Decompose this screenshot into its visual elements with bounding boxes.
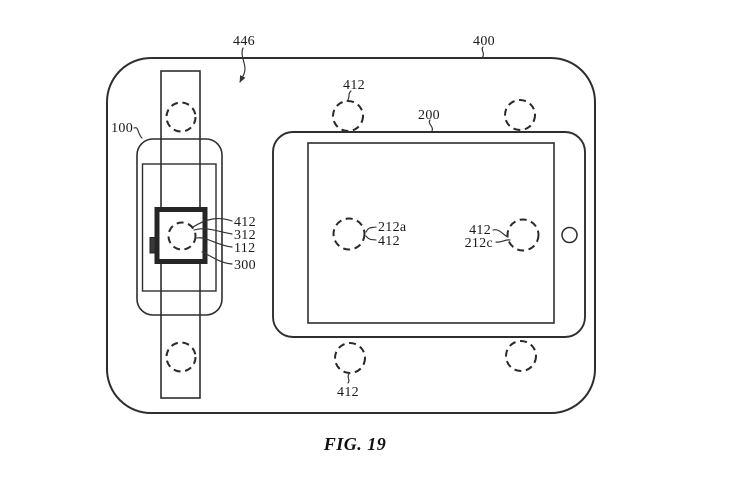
leader-watch-112 xyxy=(196,237,233,248)
label-400: 400 xyxy=(473,34,495,49)
watch-dock-inner-region xyxy=(141,163,217,292)
watch-body xyxy=(154,207,208,264)
leader-screen-left-412 xyxy=(365,235,377,241)
label-412-bottom: 412 xyxy=(337,385,359,400)
label-watch-412: 412 xyxy=(234,215,256,230)
coil-circle-band-top xyxy=(165,101,197,133)
leader-watch-300 xyxy=(201,251,233,265)
label-watch-300: 300 xyxy=(234,258,256,273)
leader-446 xyxy=(239,47,246,83)
label-screen-right-412: 412 xyxy=(469,223,491,238)
coil-circle-screen-right xyxy=(506,218,540,252)
tablet-outline xyxy=(272,131,586,338)
coil-circle-bottom-right xyxy=(505,340,537,372)
figure-caption: FIG. 19 xyxy=(323,434,387,454)
coil-circle-band-bottom xyxy=(165,341,197,373)
tablet-home-button xyxy=(561,226,578,244)
label-446: 446 xyxy=(233,34,255,49)
label-412-top: 412 xyxy=(343,78,365,93)
label-100: 100 xyxy=(111,121,133,136)
coil-circle-bottom-middle xyxy=(334,342,366,374)
leader-screen-right-412 xyxy=(492,229,509,238)
leader-212c xyxy=(495,239,511,243)
label-200: 200 xyxy=(418,108,440,123)
leader-412-top xyxy=(346,90,352,102)
label-screen-left-412: 412 xyxy=(378,234,400,249)
label-watch-112: 112 xyxy=(234,241,255,256)
coil-circle-watch xyxy=(167,221,197,251)
label-watch-312: 312 xyxy=(234,228,256,243)
watch-dock-outline xyxy=(136,138,223,316)
charging-mat-outline xyxy=(106,57,596,414)
leader-watch-412 xyxy=(192,218,233,228)
leader-watch-312 xyxy=(193,228,233,235)
tablet-screen xyxy=(307,142,555,324)
leader-100 xyxy=(133,127,143,139)
leader-400 xyxy=(481,46,484,59)
coil-circle-top-middle xyxy=(332,100,364,132)
label-212c: 212c xyxy=(465,236,493,251)
leader-200 xyxy=(428,119,433,132)
coil-circle-screen-left xyxy=(332,217,366,251)
leader-412-bottom xyxy=(347,373,350,384)
label-212a: 212a xyxy=(378,220,407,235)
leader-212a xyxy=(365,226,377,233)
coil-circle-top-right xyxy=(504,99,536,131)
